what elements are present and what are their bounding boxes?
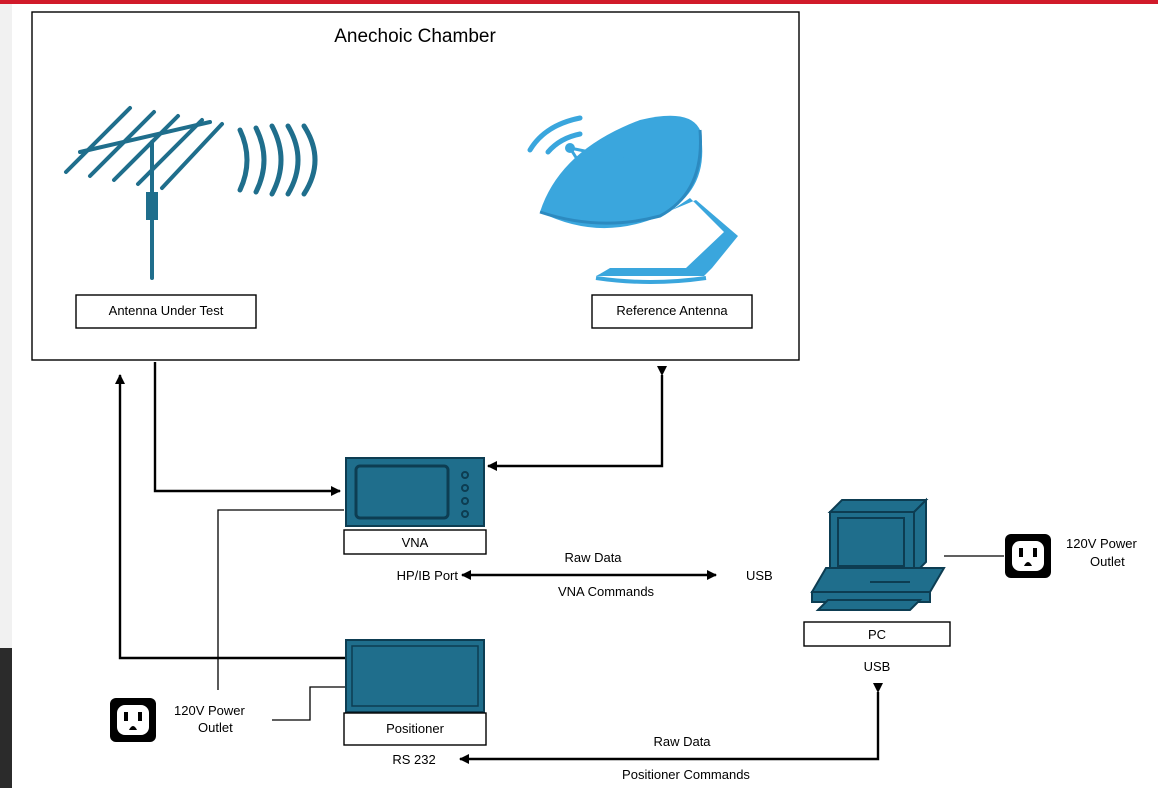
reference-antenna-label-box bbox=[591, 294, 753, 329]
reference-antenna-label: Reference Antenna bbox=[616, 303, 728, 318]
positioner-label: Positioner bbox=[386, 721, 444, 736]
radio-waves-icon bbox=[237, 123, 318, 197]
vna-label-box bbox=[343, 529, 487, 555]
positioner-outlet-label-line1: 120V Power bbox=[174, 703, 245, 718]
antenna-under-test-label: Antenna Under Test bbox=[109, 303, 224, 318]
positioner-outlet-label-line2: Outlet bbox=[198, 720, 233, 735]
positioner-power-cable bbox=[272, 686, 345, 721]
pc-outlet-label-line1: 120V Power bbox=[1066, 536, 1137, 551]
pc-label: PC bbox=[868, 627, 886, 642]
positioner-to-chamber-link bbox=[115, 374, 345, 660]
vna-label: VNA bbox=[402, 535, 429, 550]
left-edge-strip bbox=[0, 4, 12, 788]
vna-hpib-port-label: HP/IB Port bbox=[397, 568, 459, 583]
antenna-under-test-label-box bbox=[75, 294, 257, 329]
positioner-rs232-label: RS 232 bbox=[392, 752, 435, 767]
yagi-antenna-icon bbox=[64, 106, 224, 280]
vna-power-cable bbox=[217, 509, 344, 690]
positioner-raw-data-label: Raw Data bbox=[653, 734, 711, 749]
aut-to-vna-cable bbox=[153, 362, 341, 496]
pc-outlet-label-line2: Outlet bbox=[1090, 554, 1125, 569]
pc-usb-vna-label: USB bbox=[746, 568, 773, 583]
positioner-device-icon bbox=[345, 639, 485, 713]
positioner-commands-label: Positioner Commands bbox=[622, 767, 750, 782]
top-accent-bar bbox=[0, 0, 1158, 4]
vna-instrument-icon bbox=[345, 457, 485, 527]
vna-commands-label: VNA Commands bbox=[558, 584, 655, 599]
pc-power-outlet-icon bbox=[1005, 534, 1051, 578]
satellite-dish-icon bbox=[527, 115, 738, 284]
reference-vna-cable bbox=[487, 366, 667, 471]
pc-usb-positioner-label: USB bbox=[864, 659, 891, 674]
vna-raw-data-label: Raw Data bbox=[564, 550, 622, 565]
chamber-title: Anechoic Chamber bbox=[334, 26, 496, 47]
pc-positioner-link bbox=[459, 683, 883, 764]
pc-computer-icon bbox=[810, 497, 946, 611]
left-edge-dark-block bbox=[0, 648, 12, 788]
pc-label-box bbox=[803, 621, 951, 647]
positioner-power-outlet-icon bbox=[110, 698, 156, 742]
